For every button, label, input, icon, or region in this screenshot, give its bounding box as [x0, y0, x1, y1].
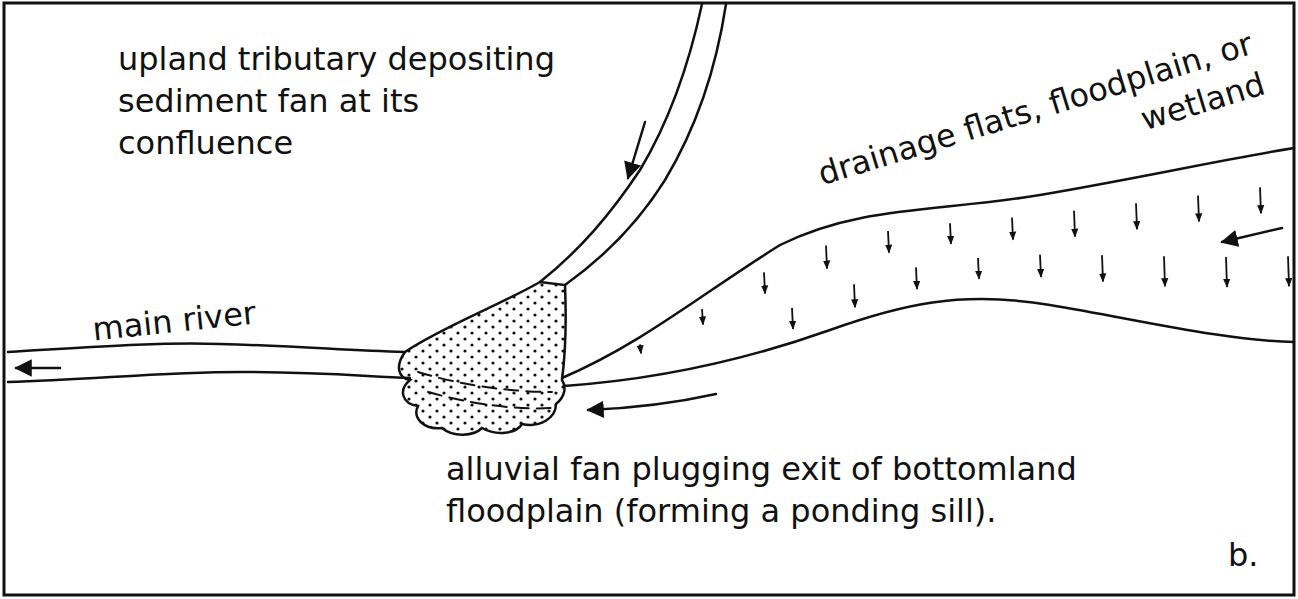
river-name: main river: [90, 284, 333, 351]
seepage-arrow: [1260, 187, 1261, 213]
seepage-arrow: [1012, 217, 1013, 239]
fan-note: alluvial fan plugging exit of bottomland…: [446, 448, 1206, 532]
seepage-arrow: [1040, 255, 1041, 277]
seepage-arrow: [640, 344, 641, 353]
frame: [4, 3, 1294, 595]
seepage-arrows: [640, 187, 1289, 353]
tributary-bank: [565, 4, 726, 285]
tributary-bank: [540, 4, 702, 282]
panel-letter: b.: [1228, 534, 1288, 576]
flow-arrow: [628, 122, 645, 178]
seepage-arrow: [1288, 256, 1289, 286]
alluvial-fan: [399, 282, 566, 435]
seepage-arrow: [702, 309, 703, 324]
seepage-arrow: [1102, 255, 1103, 281]
floodplain-edge: [564, 299, 1294, 386]
main-river-bank: [8, 344, 405, 352]
seepage-arrow: [1164, 256, 1165, 286]
seepage-arrow: [826, 246, 827, 269]
seepage-arrow: [1198, 195, 1199, 221]
seepage-arrow: [916, 267, 917, 289]
flow-arrow: [16, 367, 60, 370]
flow-arrow: [1222, 228, 1282, 242]
main-river-bank: [8, 372, 410, 382]
seepage-arrow: [792, 308, 793, 329]
seepage-arrow: [888, 231, 889, 253]
seepage-arrow: [1074, 211, 1075, 237]
seepage-arrow: [854, 284, 855, 307]
flow-arrow: [588, 394, 716, 410]
seepage-arrow: [1226, 257, 1227, 287]
fan-bedding: [418, 372, 552, 392]
tributary-note: upland tributary depositing sediment fan…: [118, 38, 588, 164]
fan-bedding: [428, 392, 552, 408]
floodplain-note: drainage flats, floodplain, or wetland: [700, 23, 1270, 270]
seepage-arrow: [1136, 203, 1137, 229]
seepage-arrow: [978, 258, 979, 279]
seepage-arrow: [764, 272, 765, 293]
seepage-arrow: [950, 223, 951, 244]
